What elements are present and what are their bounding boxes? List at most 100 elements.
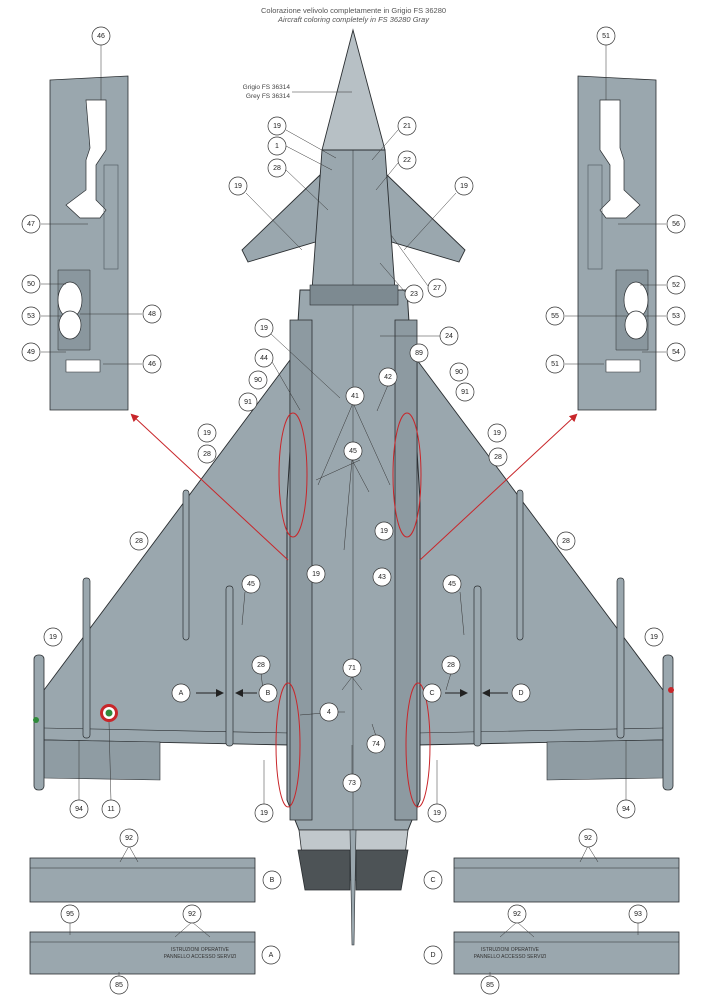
callout-number: 27 [433, 285, 441, 292]
callout-circle [366, 734, 386, 754]
callout-circle [666, 214, 686, 234]
callout-circle [439, 326, 459, 346]
callout-cD: D [511, 683, 531, 703]
leader-line [445, 672, 452, 691]
stencil-a2: PANNELLO ACCESSO SERVIZI [164, 954, 237, 960]
callout-circle [409, 343, 429, 363]
callout-number: 45 [349, 448, 357, 455]
callout-c24: 24 [439, 326, 459, 346]
callout-circle [644, 627, 664, 647]
callout-c1: 1 [267, 136, 287, 156]
callout-number: 19 [380, 528, 388, 535]
callout-circle [21, 306, 41, 326]
bottom-view-b [29, 857, 256, 903]
callout-c19_5: 19 [197, 423, 217, 443]
callout-cB2: B [262, 870, 282, 890]
callout-number: 45 [247, 581, 255, 588]
callout-number: C [430, 877, 435, 884]
callout-number: 85 [486, 982, 494, 989]
callout-c71: 71 [342, 658, 362, 678]
callout-number: 53 [672, 313, 680, 320]
callout-c45a: 45 [343, 441, 363, 461]
callout-number: 74 [372, 741, 380, 748]
callout-circle [427, 803, 447, 823]
callout-number: 54 [672, 349, 680, 356]
right-detail-panel [577, 75, 657, 411]
callout-c73: 73 [342, 773, 362, 793]
callout-c19_1: 19 [267, 116, 287, 136]
leader-line [379, 262, 406, 293]
header-english: Aircraft coloring completely in FS 36280… [278, 15, 429, 24]
callout-number: 1 [275, 143, 279, 150]
leader-line [108, 721, 112, 802]
callout-circle [306, 564, 326, 584]
leader-line [119, 845, 130, 863]
leader-line [315, 459, 361, 481]
callout-number: 52 [672, 282, 680, 289]
callout-cA2: A [261, 945, 281, 965]
leader-line [499, 921, 518, 938]
callout-circle [69, 799, 89, 819]
leader-line [285, 129, 337, 159]
callout-circle [43, 627, 63, 647]
callout-c11: 11 [101, 799, 121, 819]
callout-c4: 4 [319, 702, 339, 722]
callout-cD2: D [423, 945, 443, 965]
callout-circle [345, 386, 365, 406]
callout-circle [142, 354, 162, 374]
leader-line [241, 591, 246, 626]
callout-c43: 43 [372, 567, 392, 587]
callout-c94b: 94 [616, 799, 636, 819]
callout-number: 11 [107, 806, 114, 813]
callout-circle [628, 904, 648, 924]
nose-color-english: Grey FS 36314 [246, 93, 290, 100]
callout-circle [422, 683, 442, 703]
callout-number: C [429, 690, 434, 697]
callout-circle [507, 904, 527, 924]
callout-number: 49 [27, 349, 35, 356]
stencil-d2: PANNELLO ACCESSO SERVIZI [474, 954, 547, 960]
callout-number: 42 [384, 374, 392, 381]
callout-circle [397, 150, 417, 170]
callout-c90a: 90 [248, 370, 268, 390]
callout-circle [487, 423, 507, 443]
callout-circle [142, 304, 162, 324]
callout-c19_10: 19 [644, 627, 664, 647]
callout-number: 92 [513, 911, 521, 918]
callout-number: 46 [97, 33, 105, 40]
callout-number: 28 [135, 538, 143, 545]
callout-number: 45 [448, 581, 456, 588]
callout-c47: 47 [21, 214, 41, 234]
callout-c19_7: 19 [374, 521, 394, 541]
callout-c19_3: 19 [454, 176, 474, 196]
callout-circle [197, 423, 217, 443]
callout-circle [397, 116, 417, 136]
callout-circle [449, 362, 469, 382]
callout-cB: B [258, 683, 278, 703]
callout-circle [374, 521, 394, 541]
callout-c74: 74 [366, 734, 386, 754]
callout-circle [596, 26, 616, 46]
aircraft-planform [33, 28, 674, 946]
callout-circle [480, 975, 500, 995]
callout-circle [171, 683, 191, 703]
leader-lines [41, 45, 666, 977]
callout-c46a: 46 [91, 26, 111, 46]
callout-circle [666, 275, 686, 295]
callout-number: 19 [433, 810, 441, 817]
leader-line [245, 192, 303, 251]
leader-line [285, 169, 329, 211]
callout-circle [455, 382, 475, 402]
red-arrow-left [130, 413, 289, 561]
callout-circle [378, 367, 398, 387]
leader-line [351, 459, 370, 493]
callout-number: 19 [312, 571, 320, 578]
callout-circle [238, 392, 258, 412]
callout-circle [109, 975, 129, 995]
callout-number: 19 [260, 810, 268, 817]
callout-number: 51 [602, 33, 610, 40]
callout-circle [248, 370, 268, 390]
callout-number: 92 [125, 835, 133, 842]
